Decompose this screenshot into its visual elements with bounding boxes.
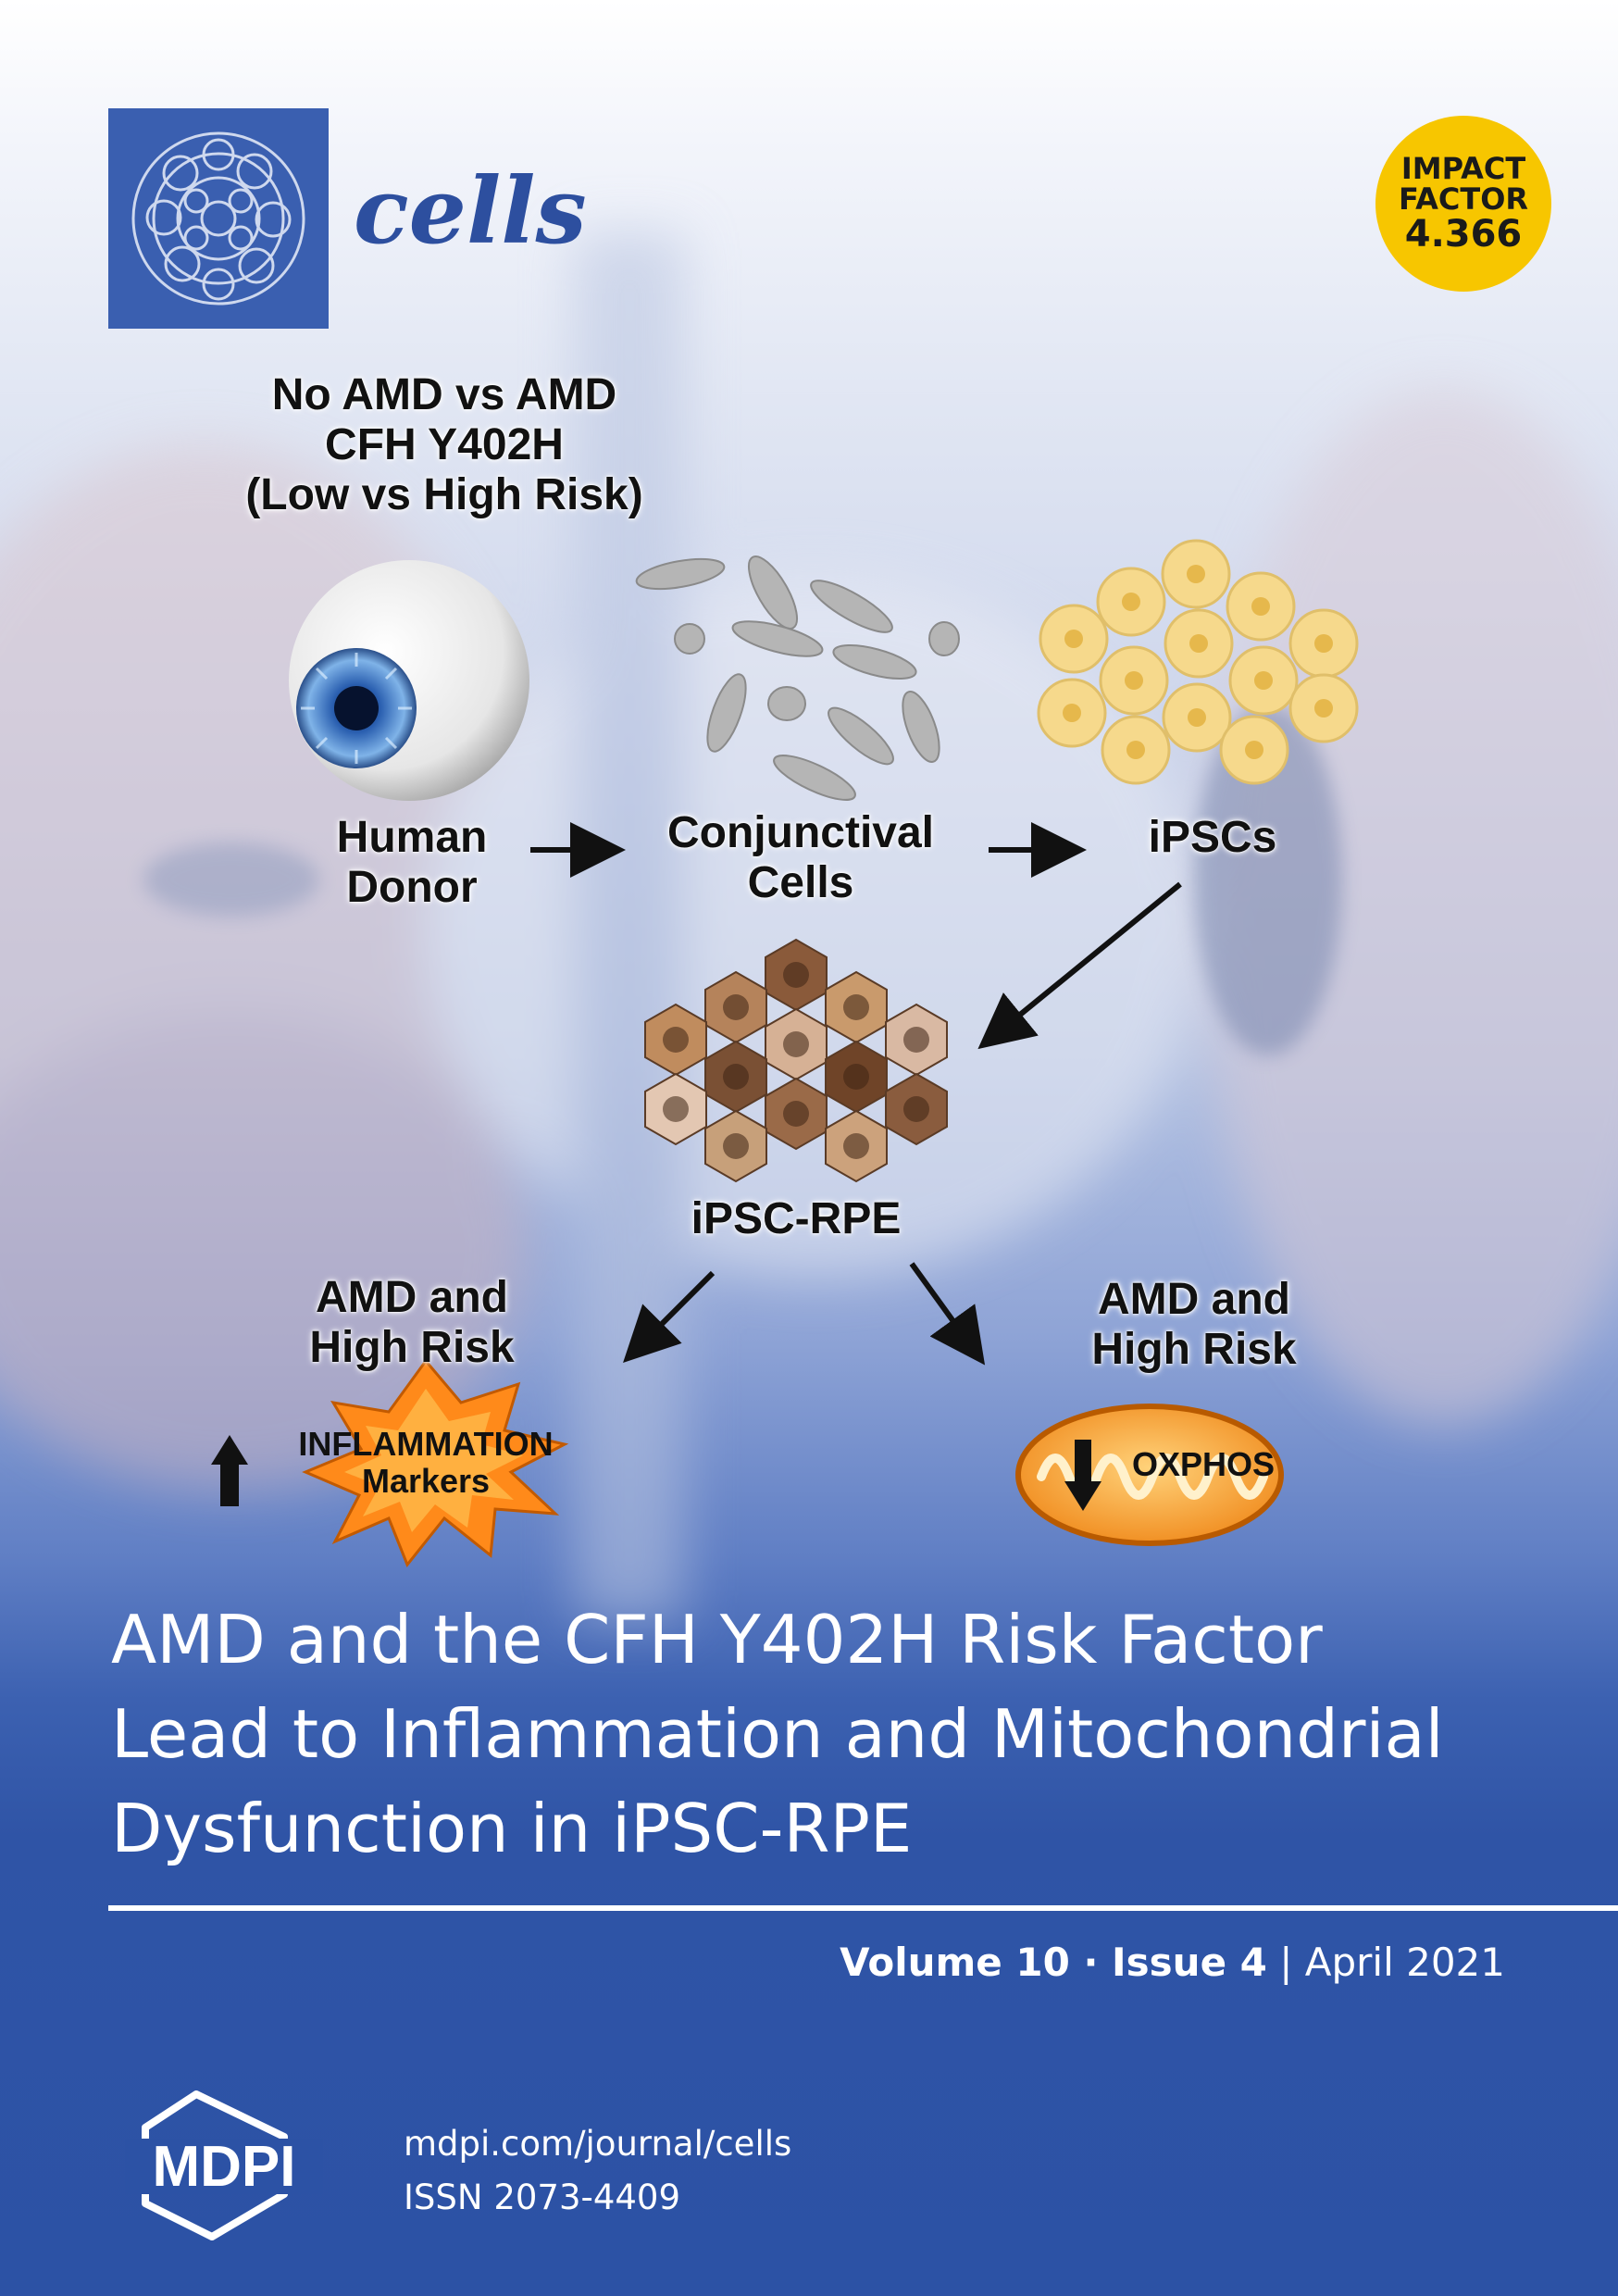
- impact-factor-badge: IMPACT FACTOR 4.366: [1375, 116, 1551, 292]
- ipscs-label: iPSCs: [1148, 813, 1277, 862]
- ipsc-rpe-icon: [644, 938, 948, 1183]
- oxphos-label: OXPHOS: [1131, 1445, 1276, 1483]
- impact-label-2: FACTOR: [1398, 181, 1529, 217]
- label-line: INFLAMMATION: [298, 1425, 554, 1463]
- publisher-info: mdpi.com/journal/cells ISSN 2073-4409: [404, 2117, 791, 2225]
- journal-logo: [108, 108, 329, 329]
- ipscs-icon: [1037, 539, 1359, 785]
- heading-line: No AMD vs AMD: [271, 370, 617, 419]
- impact-label-1: IMPACT: [1400, 150, 1526, 186]
- issue-number: Issue 4: [1112, 1940, 1267, 1985]
- title-line: Lead to Inflammation and Mitochondrial: [111, 1695, 1444, 1773]
- impact-value: 4.366: [1404, 213, 1523, 256]
- cell-cluster-icon: [131, 131, 305, 306]
- label-line: AMD and: [316, 1273, 508, 1322]
- issue-date: April 2021: [1304, 1940, 1505, 1985]
- issn: ISSN 2073-4409: [404, 2177, 680, 2217]
- divider-rule: [108, 1905, 1618, 1911]
- graphical-abstract: [211, 539, 1359, 1567]
- label-line: Conjunctival: [666, 808, 935, 857]
- label-line: Cells: [747, 857, 854, 907]
- article-title: AMD and the CFH Y402H Risk Factor Lead t…: [111, 1592, 1555, 1876]
- journal-name: cells: [354, 158, 587, 265]
- conjunctival-cells-icon: [635, 555, 960, 801]
- conjunctival-cells-label: Conjunctival Cells: [639, 808, 963, 908]
- title-line: AMD and the CFH Y402H Risk Factor: [111, 1601, 1323, 1678]
- label-line: Human: [336, 813, 488, 862]
- heading-line: (Low vs High Risk): [245, 469, 643, 519]
- flow-arrows: [530, 822, 1182, 1366]
- mdpi-logo: MDPI: [125, 2090, 323, 2240]
- left-risk-label: AMD and High Risk: [268, 1273, 555, 1373]
- volume: Volume 10: [840, 1940, 1070, 1985]
- title-line: Dysfunction in iPSC-RPE: [111, 1790, 913, 1867]
- diagram-heading: No AMD vs AMD CFH Y402H (Low vs High Ris…: [185, 370, 703, 519]
- label-line: Donor: [346, 862, 478, 912]
- date-divider: |: [1266, 1940, 1305, 1985]
- right-risk-label: AMD and High Risk: [1051, 1275, 1338, 1375]
- inflammation-label: INFLAMMATION Markers: [250, 1425, 602, 1501]
- mdpi-wordmark: MDPI: [153, 2135, 296, 2199]
- volume-issue-separator: ·: [1069, 1940, 1113, 1985]
- background-photo: [0, 231, 1618, 1620]
- human-donor-label: Human Donor: [305, 813, 518, 913]
- heading-line: CFH Y402H: [325, 419, 564, 469]
- label-line: AMD and: [1098, 1275, 1290, 1324]
- increase-arrow-icon: [211, 1435, 248, 1506]
- inflammation-starburst-icon: [302, 1358, 569, 1567]
- journal-url[interactable]: mdpi.com/journal/cells: [404, 2124, 792, 2164]
- label-line: High Risk: [1091, 1324, 1297, 1374]
- label-line: Markers: [361, 1462, 491, 1501]
- eye-icon: [289, 560, 529, 801]
- ipsc-rpe-label: iPSC-RPE: [691, 1194, 902, 1243]
- decrease-arrow-icon: [1064, 1440, 1101, 1511]
- issue-info: Volume 10 · Issue 4 | April 2021: [840, 1940, 1505, 1985]
- label-line: High Risk: [309, 1322, 515, 1372]
